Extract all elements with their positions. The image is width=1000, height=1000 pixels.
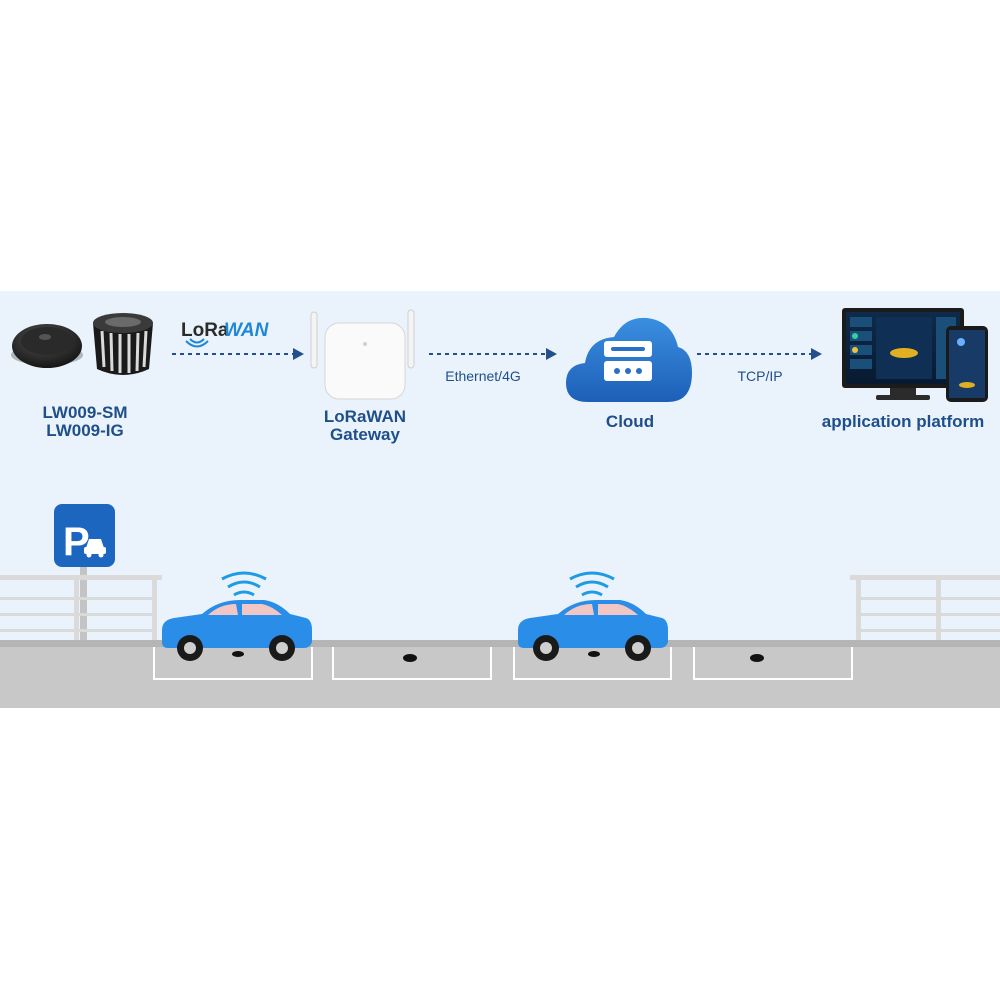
parked-car bbox=[162, 600, 312, 661]
parking-bays bbox=[153, 647, 853, 680]
lorawan-logo: LoRa WAN bbox=[181, 320, 270, 348]
cloud-label: Cloud bbox=[605, 412, 655, 431]
gateway-label-line1: LoRaWAN bbox=[323, 407, 407, 426]
svg-text:P: P bbox=[63, 520, 90, 564]
sensor-sm-image bbox=[11, 324, 83, 368]
arrow-cloud-to-app bbox=[697, 348, 822, 360]
cloud-icon bbox=[566, 317, 692, 402]
sensor-label: LW009-SM LW009-IG bbox=[10, 404, 160, 440]
app-platform-image bbox=[842, 308, 988, 402]
gateway-label: LoRaWAN Gateway bbox=[300, 408, 430, 444]
app-platform-label: application platform bbox=[821, 412, 985, 431]
lorawan-logo-wan: WAN bbox=[224, 320, 270, 341]
empty-bay-sensor bbox=[750, 654, 764, 662]
ethernet-4g-label: Ethernet/4G bbox=[445, 368, 521, 384]
tcp-ip-label: TCP/IP bbox=[737, 368, 783, 384]
wifi-signal-icon bbox=[221, 571, 267, 597]
diagram-canvas: LoRa WAN bbox=[0, 308, 1000, 708]
sensor-label-sm: LW009-SM bbox=[42, 403, 128, 422]
arrow-sensor-to-gateway bbox=[172, 348, 304, 360]
gateway-label-line2: Gateway bbox=[330, 425, 400, 444]
wifi-signal-icon bbox=[569, 571, 615, 597]
left-railing bbox=[0, 575, 162, 643]
sensor-ig-image bbox=[93, 313, 153, 375]
right-railing bbox=[850, 575, 1000, 643]
road bbox=[0, 640, 1000, 708]
parked-car bbox=[518, 600, 668, 661]
parking-sign-icon: P bbox=[54, 504, 115, 646]
sensor-label-ig: LW009-IG bbox=[46, 421, 124, 440]
diagram-panel: LoRa WAN bbox=[0, 291, 1000, 708]
lorawan-logo-lora: LoRa bbox=[181, 320, 229, 341]
arrow-gateway-to-cloud bbox=[429, 348, 557, 360]
gateway-image bbox=[310, 309, 415, 400]
empty-bay-sensor bbox=[403, 654, 417, 662]
